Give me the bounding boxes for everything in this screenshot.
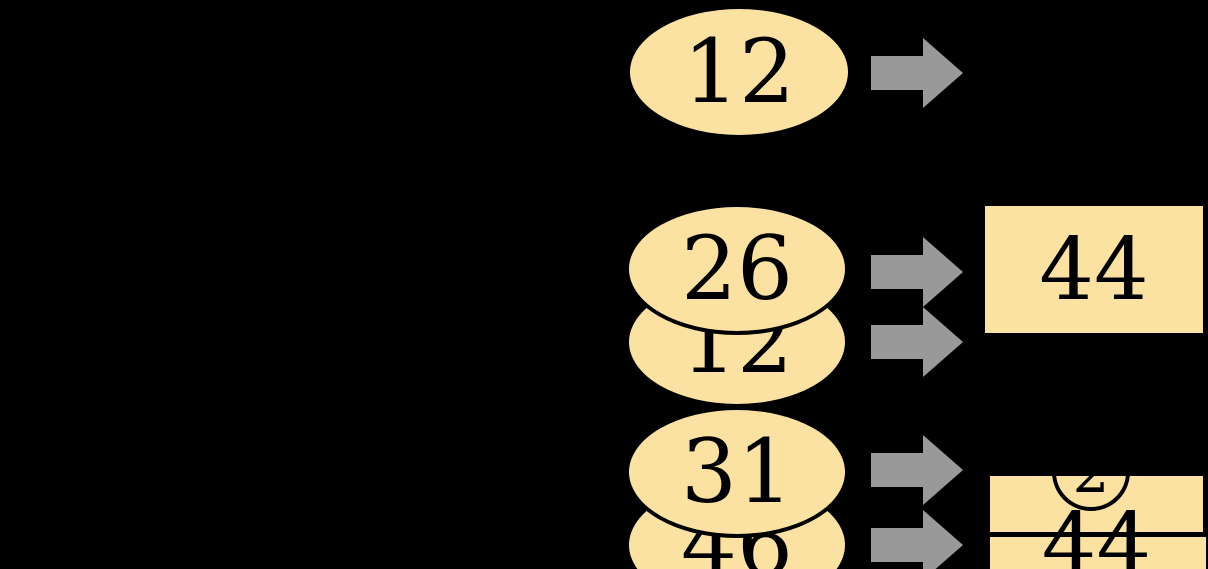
node-label: 26 [681, 217, 793, 320]
right-arrow-icon [871, 307, 963, 377]
small-node-label: 2 [1073, 476, 1110, 501]
ellipse-node: 31 [625, 406, 849, 538]
right-arrow-icon [871, 435, 963, 505]
right-arrow-icon [871, 38, 963, 108]
result-box-lower-band [990, 537, 1206, 569]
result-value: 44 [1039, 219, 1149, 320]
result-box: 44 [985, 206, 1203, 333]
right-arrow-icon [871, 237, 963, 307]
ellipse-node: 12 [626, 5, 852, 139]
ellipse-node: 26 [625, 203, 849, 335]
node-label: 12 [683, 20, 795, 123]
right-arrow-icon [871, 510, 963, 569]
result-value: 44 [1041, 495, 1152, 569]
result-box-upper-band: 2 [990, 476, 1203, 532]
node-label: 31 [681, 420, 793, 523]
